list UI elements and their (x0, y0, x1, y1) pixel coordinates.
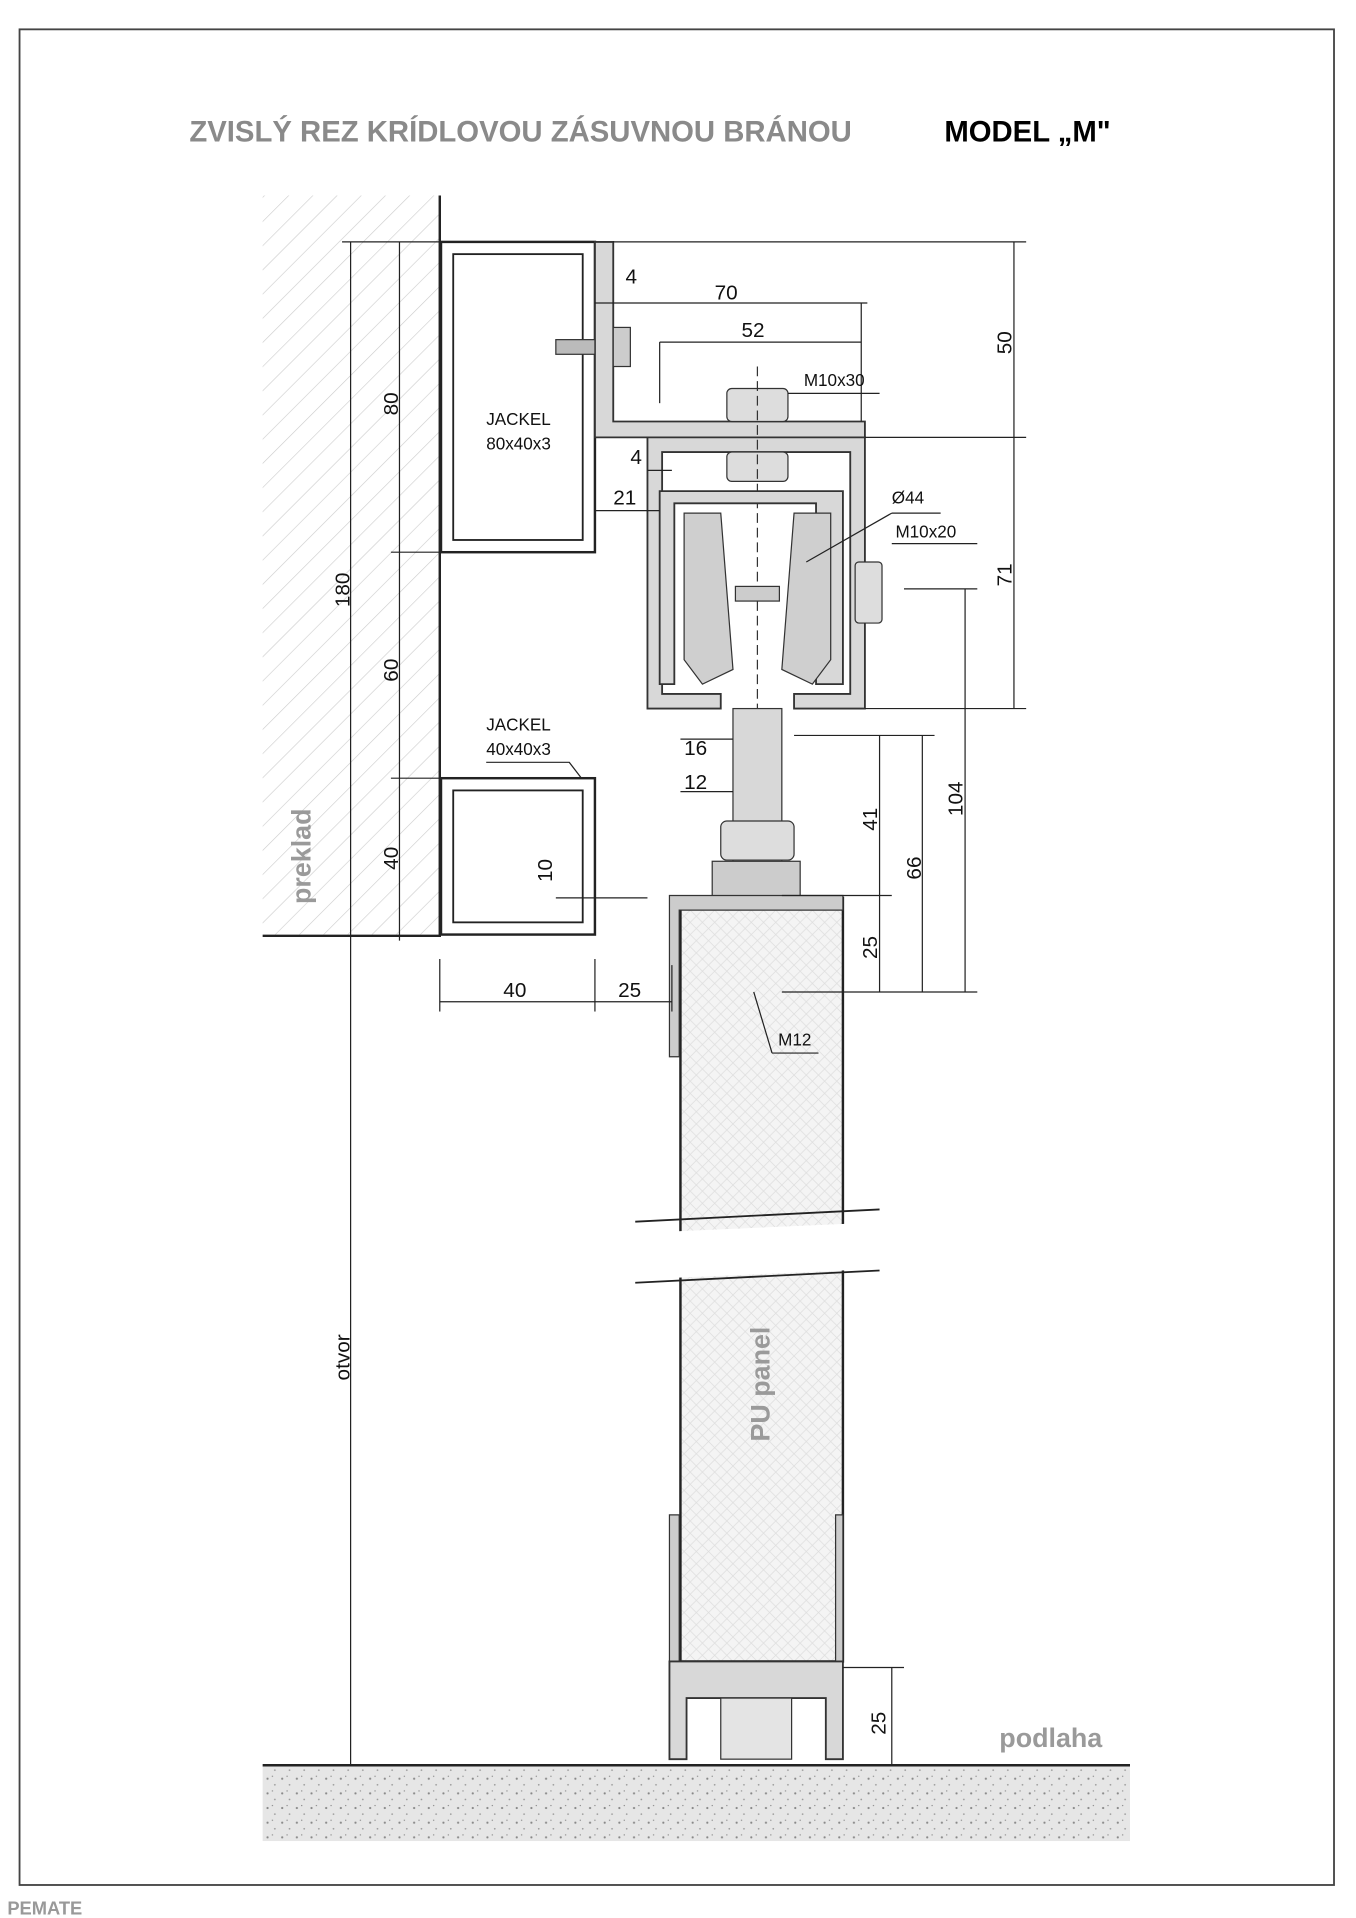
dim-50: 50 (994, 331, 1017, 354)
bottom-guide (668, 1660, 844, 1761)
dim-12: 12 (684, 771, 707, 794)
jackel-80x40 (439, 240, 597, 554)
drawing-frame (18, 28, 1335, 1886)
dimension-lines (342, 241, 1027, 1766)
label-podlaha: podlaha (999, 1723, 1103, 1753)
dim-70: 70 (715, 281, 738, 304)
dim-66: 66 (903, 857, 926, 880)
label-d44: Ø44 (892, 488, 924, 507)
label-m10x20: M10x20 (895, 523, 956, 542)
jackel-top-label-1: JACKEL (486, 410, 551, 429)
dim-41: 41 (859, 808, 882, 831)
anchor-bolt (555, 326, 631, 368)
floor (262, 1765, 1130, 1842)
dim-40-vertical: 40 (380, 847, 403, 870)
dim-71: 71 (994, 563, 1017, 586)
pemate-logo: PEMATE (7, 1897, 82, 1918)
jackel-bottom-label-1: JACKEL (486, 716, 551, 735)
label-preklad: preklad (286, 808, 316, 904)
dim-21: 21 (613, 487, 636, 510)
dim-16: 16 (684, 737, 707, 760)
dim-80: 80 (380, 392, 403, 415)
dim-4-rail: 4 (630, 446, 642, 469)
jackel-top-label-2: 80x40x3 (486, 435, 551, 454)
l-bracket (594, 240, 866, 439)
shaft-block (711, 860, 801, 899)
dim-180: 180 (331, 573, 354, 608)
jackel-40x40 (439, 776, 597, 936)
dim-25-bottom: 25 (868, 1712, 891, 1735)
dim-25-horizontal: 25 (618, 979, 641, 1002)
dim-104: 104 (945, 781, 968, 816)
model-title: MODEL „M" (944, 116, 1110, 149)
wheel-carriage (658, 490, 883, 686)
svg-text:PEMATE: PEMATE (7, 1897, 82, 1918)
drawing-title: ZVISLÝ REZ KRÍDLOVOU ZÁSUVNOU BRÁNOU (189, 115, 851, 149)
bolt-m10x30 (726, 366, 789, 721)
label-m12: M12 (778, 1031, 811, 1050)
jackel-bottom-label-2: 40x40x3 (486, 740, 551, 759)
dim-4-top: 4 (625, 265, 637, 288)
pu-panel (628, 894, 887, 1663)
dim-40-horizontal: 40 (503, 979, 526, 1002)
label-m10x30: M10x30 (804, 371, 865, 390)
label-pu-panel: PU panel (746, 1327, 776, 1442)
dim-60: 60 (380, 659, 403, 682)
label-otvor: otvor (331, 1334, 354, 1380)
dim-10: 10 (534, 859, 557, 882)
dim-25-panel: 25 (859, 936, 882, 959)
dim-52: 52 (742, 319, 765, 342)
shaft-nut (720, 820, 795, 861)
